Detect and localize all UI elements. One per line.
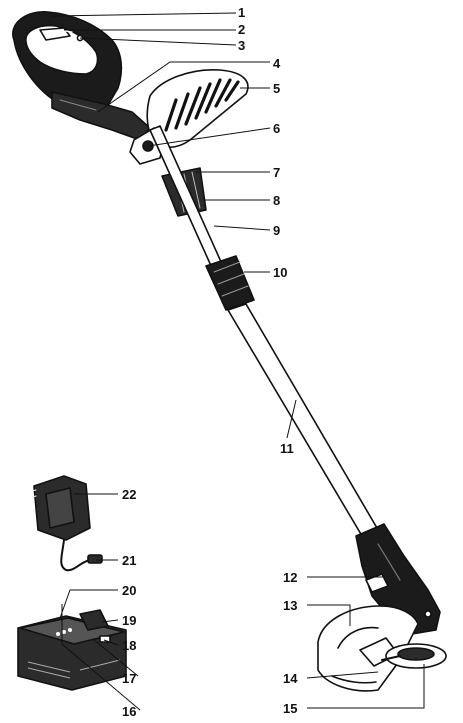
callout-22: 22 <box>122 487 136 502</box>
callout-labels: 1 2 3 4 5 6 7 8 9 10 11 12 13 14 15 16 1… <box>122 5 298 719</box>
charger-plug <box>87 554 103 564</box>
leader-lines <box>51 12 425 711</box>
callout-15: 15 <box>283 701 297 716</box>
charge-indicator-leds <box>56 628 72 636</box>
charger-illustration <box>27 475 103 572</box>
callout-13: 13 <box>283 598 297 613</box>
callout-10: 10 <box>273 265 287 280</box>
telescopic-collar <box>205 255 255 311</box>
assist-handle-ribs <box>164 78 240 132</box>
cutting-line <box>381 655 401 661</box>
callout-14: 14 <box>283 671 298 686</box>
callout-2: 2 <box>238 22 245 37</box>
callout-4: 4 <box>273 56 281 71</box>
callout-6: 6 <box>273 121 280 136</box>
callout-16: 16 <box>122 704 136 719</box>
callout-18: 18 <box>122 638 136 653</box>
callout-5: 5 <box>273 81 280 96</box>
battery-release-latch <box>79 609 109 631</box>
assist-handle <box>146 69 249 149</box>
callout-20: 20 <box>122 583 136 598</box>
callout-21: 21 <box>122 553 136 568</box>
trimmer-illustration <box>12 11 447 692</box>
callout-9: 9 <box>273 223 280 238</box>
battery-grip-ribs <box>27 659 121 679</box>
indicator-button <box>99 635 111 643</box>
callout-7: 7 <box>273 165 280 180</box>
callout-11: 11 <box>280 441 294 456</box>
battery-illustration <box>17 609 127 691</box>
callout-8: 8 <box>273 193 280 208</box>
callout-12: 12 <box>283 570 297 585</box>
upper-shaft <box>149 125 223 269</box>
callout-3: 3 <box>238 38 245 53</box>
callout-1: 1 <box>238 5 245 20</box>
lower-shaft <box>227 303 385 547</box>
callout-17: 17 <box>122 671 136 686</box>
charger-cable <box>60 539 91 572</box>
callout-19: 19 <box>122 613 136 628</box>
